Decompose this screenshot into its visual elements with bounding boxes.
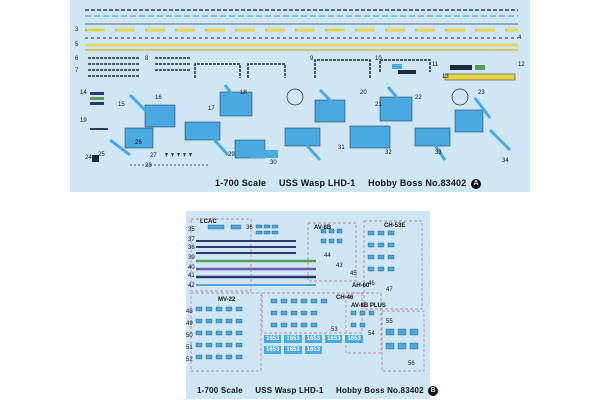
deck-stripe-group xyxy=(85,9,518,51)
part-number: 39 xyxy=(188,255,195,261)
part-number: 49 xyxy=(186,321,193,327)
part-number: 7 xyxy=(75,68,79,74)
part-number: 11 xyxy=(432,62,439,68)
group-label-ch46: CH-46 xyxy=(336,295,354,301)
part-number: 51 xyxy=(186,345,193,351)
part-number: 18 xyxy=(240,90,247,96)
part-number: 36 xyxy=(246,225,253,231)
sheet-letter-badge: A xyxy=(471,178,482,189)
part-number: 3 xyxy=(75,27,79,33)
ship-name: USS Wasp LHD-1 xyxy=(255,386,324,396)
part-number: 5 xyxy=(75,42,79,48)
hull-code-decal: 1653 xyxy=(284,346,302,354)
scale-label: 1-700 Scale xyxy=(197,386,243,396)
part-number: 29 xyxy=(228,152,235,158)
hull-code-decal: 1653 xyxy=(264,335,282,343)
hull-code-decal: 1653 xyxy=(264,346,282,354)
sheet-letter-badge: B xyxy=(428,386,439,396)
hull-code-grid: 1653 1653 1653 1653 1653 1653 1653 1653 xyxy=(264,335,374,354)
part-number: 19 xyxy=(80,118,87,124)
sheet-a-caption: 1-700 Scale USS Wasp LHD-1 Hobby Boss No… xyxy=(215,178,482,189)
decal-sheet-b: 1653 1653 1653 1653 1653 1653 1653 1653 … xyxy=(186,211,430,399)
part-number: 52 xyxy=(186,357,193,363)
scale-label: 1-700 Scale xyxy=(215,178,267,188)
maker-label: Hobby Boss No.83402 xyxy=(335,386,424,396)
group-label-ch53e: CH-53E xyxy=(384,223,406,229)
part-number: 6 xyxy=(75,56,79,62)
part-number: 56 xyxy=(408,361,415,367)
part-number: 53 xyxy=(331,327,338,333)
part-number: 4 xyxy=(518,35,522,41)
part-number: 42 xyxy=(188,283,195,289)
group-label-av8b: AV-8B xyxy=(314,225,332,231)
group-label-av8b-plus: AV-8B PLUS xyxy=(351,303,386,309)
part-number: 43 xyxy=(336,263,343,269)
part-number: 50 xyxy=(186,333,193,339)
part-number: 13 xyxy=(442,74,449,80)
part-number: 17 xyxy=(208,106,215,112)
group-label-ah60: AH-60 xyxy=(352,283,370,289)
aircraft-decal-blocks xyxy=(195,224,419,360)
part-number: 8 xyxy=(145,56,149,62)
part-number: 41 xyxy=(188,273,195,279)
sheet-b-caption: 1-700 Scale USS Wasp LHD-1 Hobby Boss No… xyxy=(197,386,439,396)
part-number: 9 xyxy=(310,56,314,62)
decal-sheet-a-artwork xyxy=(85,9,518,166)
part-number: 38 xyxy=(188,245,195,251)
part-number: 55 xyxy=(386,319,393,325)
part-number: 28 xyxy=(145,163,152,169)
part-number: 26 xyxy=(135,140,142,146)
part-number: 21 xyxy=(375,102,382,108)
hull-code-decal: 1653 xyxy=(345,335,363,343)
part-number: 40 xyxy=(188,265,195,271)
part-number: 32 xyxy=(385,150,392,156)
decal-sheet-a: 3 4 5 6 7 8 9 10 11 12 13 14 15 16 17 18… xyxy=(70,0,530,192)
part-number: 46 xyxy=(368,281,375,287)
part-number: 48 xyxy=(186,309,193,315)
part-number: 30 xyxy=(270,160,277,166)
small-stripe-group xyxy=(88,57,516,81)
part-number: 24 xyxy=(85,155,92,161)
part-number: 47 xyxy=(386,287,393,293)
hull-code-decal: 1653 xyxy=(304,346,323,354)
part-number: 15 xyxy=(118,102,125,108)
part-number: 25 xyxy=(98,152,105,158)
part-number: 27 xyxy=(150,153,157,159)
group-borders xyxy=(190,218,425,372)
hull-code-decal: 1653 xyxy=(325,335,343,343)
part-number: 34 xyxy=(502,158,509,164)
part-number: 37 xyxy=(188,237,195,243)
part-number: 33 xyxy=(435,150,442,156)
part-number: 31 xyxy=(338,145,345,151)
part-number: 45 xyxy=(350,271,357,277)
part-number: 10 xyxy=(375,56,382,62)
part-number: 22 xyxy=(415,95,422,101)
marking-decal xyxy=(90,92,104,95)
part-number: 54 xyxy=(368,331,375,337)
hull-code-decal: 1653 xyxy=(304,335,323,343)
lcac-stripes xyxy=(196,240,316,286)
maker-label: Hobby Boss No.83402 xyxy=(368,178,467,188)
spoke-lines xyxy=(109,84,512,162)
part-number: 16 xyxy=(155,95,162,101)
part-number: 35 xyxy=(188,227,195,233)
part-number: 23 xyxy=(478,90,485,96)
deck-circle-decal xyxy=(286,88,304,106)
decal-sheet-b-artwork xyxy=(190,218,425,372)
part-number: 12 xyxy=(518,62,525,68)
ship-name: USS Wasp LHD-1 xyxy=(278,178,356,188)
hull-code-decal: 1653 xyxy=(284,335,302,343)
elevator-decal-group xyxy=(124,91,484,159)
group-label-lcac: LCAC xyxy=(200,219,217,225)
group-label-mv22: MV-22 xyxy=(218,297,236,303)
part-number: 14 xyxy=(80,90,87,96)
part-number: 44 xyxy=(324,253,331,259)
part-number: 20 xyxy=(360,90,367,96)
